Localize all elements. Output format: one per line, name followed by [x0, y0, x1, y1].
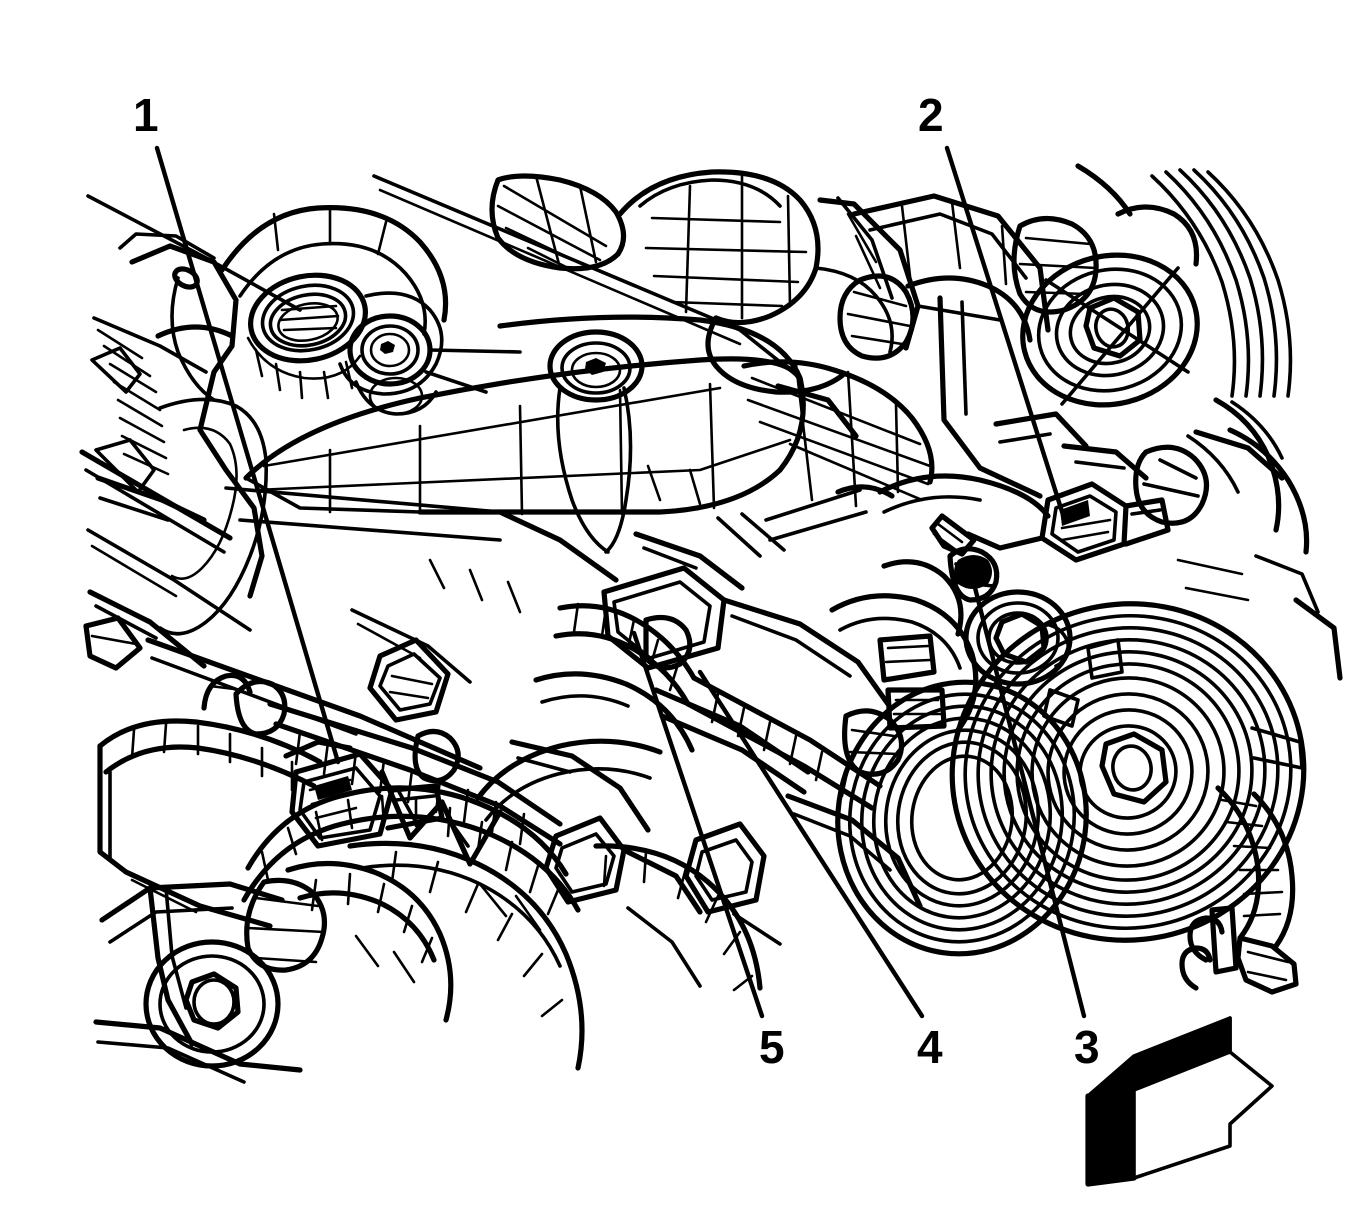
- leader-line-5: [631, 630, 765, 1019]
- secondary-pulley: [835, 679, 1089, 957]
- left-mount-bracket: [86, 194, 302, 636]
- corrugated-conduit-right: [1179, 785, 1299, 995]
- leader-line-2: [944, 145, 1067, 521]
- wiring-harness-left: [83, 589, 563, 929]
- callout-label-5: 5: [759, 1021, 785, 1073]
- leader-line-3: [969, 573, 1087, 1019]
- leader-line-1: [154, 145, 341, 765]
- threaded-boss-and-nut: [219, 205, 522, 416]
- callout-label-4: 4: [917, 1021, 943, 1073]
- orientation-arrow: [1085, 1016, 1274, 1187]
- background-detail-lines: [79, 383, 1343, 988]
- retaining-bolt: [929, 513, 1000, 603]
- leader-line-4: [697, 669, 925, 1019]
- lower-center-brackets: [497, 509, 979, 915]
- connector-and-bracket-center: [350, 608, 503, 867]
- upper-pulley: [1020, 252, 1200, 408]
- electrical-connector-upper-right: [835, 473, 1171, 563]
- belt-and-tensioner-upper-right: [1061, 163, 1310, 555]
- callout-leader-lines: [154, 145, 1087, 1019]
- callout-label-3: 3: [1074, 1021, 1100, 1073]
- lower-left-pulley-and-boot: [93, 840, 763, 1084]
- serpentine-belt-pulley: [949, 601, 1307, 943]
- callout-label-1: 1: [133, 89, 159, 141]
- callout-label-2: 2: [918, 89, 944, 141]
